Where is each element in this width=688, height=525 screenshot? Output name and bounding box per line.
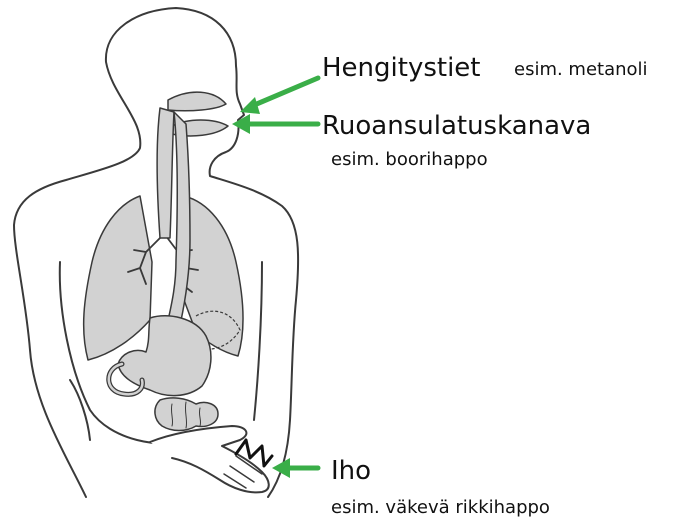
body-outline	[14, 8, 298, 497]
right-inner-arm	[254, 262, 262, 420]
trachea	[157, 108, 174, 238]
respiratory-label: Hengitystiet	[322, 55, 481, 81]
digestive-label: Ruoansulatuskanava	[322, 113, 591, 139]
left-lung	[84, 196, 152, 360]
arrow-digestive	[232, 114, 318, 134]
arrow-respiratory	[240, 78, 318, 114]
skin-example: esim. väkevä rikkihappo	[331, 499, 550, 517]
digestive-example: esim. boorihappo	[331, 151, 488, 169]
skin-label: Iho	[331, 458, 371, 484]
respiratory-example: esim. metanoli	[514, 61, 648, 79]
hand	[150, 426, 269, 492]
nasal-cavity	[168, 92, 226, 111]
